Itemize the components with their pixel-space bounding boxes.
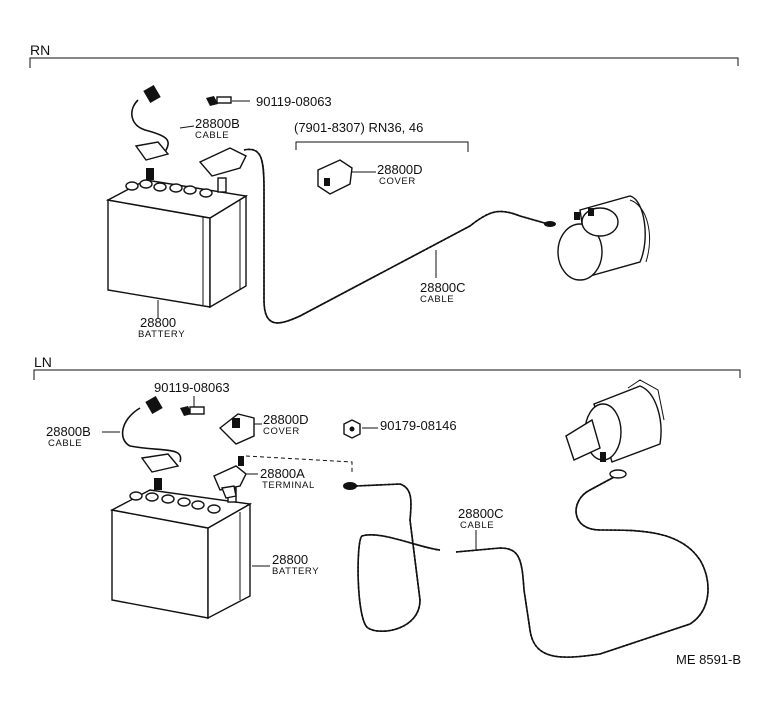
ln-cover-d-desc: COVER: [263, 426, 300, 437]
ln-terminal-a-number: 28800A: [260, 466, 305, 481]
rn-battery: [105, 168, 248, 309]
ln-battery-number: 28800: [272, 552, 308, 567]
ln-bolt-number: 90119-08063: [154, 380, 230, 395]
rn-cable-c-desc: CABLE: [420, 294, 454, 305]
rn-cable-b-desc: CABLE: [195, 130, 229, 141]
rn-cable-b-number: 28800B: [195, 116, 240, 131]
rn-range-bracket: [295, 141, 469, 152]
ln-nut-number: 90179-08146: [380, 418, 457, 433]
ln-cable-c-desc: CABLE: [460, 520, 494, 531]
ln-starter-motor: [565, 379, 665, 463]
rn-cable-c: [198, 147, 556, 324]
rn-cover-d-desc: COVER: [379, 176, 416, 187]
ln-cover-d: [218, 413, 255, 445]
ln-terminal-a-desc: TERMINAL: [262, 480, 315, 491]
ln-terminal-a: [213, 456, 247, 499]
rn-section-bracket: [29, 57, 739, 68]
ln-cover-d-number: 28800D: [263, 412, 309, 427]
rn-starter-motor: [557, 195, 650, 281]
rn-cable-b: [131, 84, 170, 161]
ln-cable-b-number: 28800B: [46, 424, 91, 439]
rn-cover-d-number: 28800D: [377, 162, 423, 177]
rn-battery-number: 28800: [140, 315, 176, 330]
rn-section-title: RN: [30, 42, 50, 58]
ln-bolt: [180, 406, 205, 416]
ln-cable-c-right: [455, 469, 709, 658]
rn-cable-c-number: 28800C: [420, 280, 466, 295]
ln-battery-desc: BATTERY: [272, 566, 319, 577]
ln-terminal-dashed-link: [245, 455, 353, 472]
ln-cable-b-desc: CABLE: [48, 438, 82, 449]
rn-bolt-number: 90119-08063: [256, 94, 332, 109]
figure-code: ME 8591-B: [676, 652, 741, 667]
rn-range-note: (7901-8307) RN36, 46: [294, 120, 423, 135]
ln-section: LN 28800 BATTERY 28800B CABLE: [33, 354, 741, 667]
rn-battery-desc: BATTERY: [138, 329, 185, 340]
rn-cable-b-leader: [179, 125, 195, 129]
ln-nut: [343, 419, 361, 439]
rn-section: RN 28800 BATTERY 28800B C: [29, 42, 739, 340]
rn-cover-d: [317, 159, 376, 195]
ln-cable-b: [121, 395, 182, 473]
ln-battery: [109, 478, 253, 620]
ln-cable-c-number: 28800C: [458, 506, 504, 521]
ln-section-bracket: [33, 369, 741, 380]
rn-bolt: [206, 96, 232, 106]
ln-section-title: LN: [34, 354, 52, 370]
ln-cable-c-left: [343, 482, 441, 632]
